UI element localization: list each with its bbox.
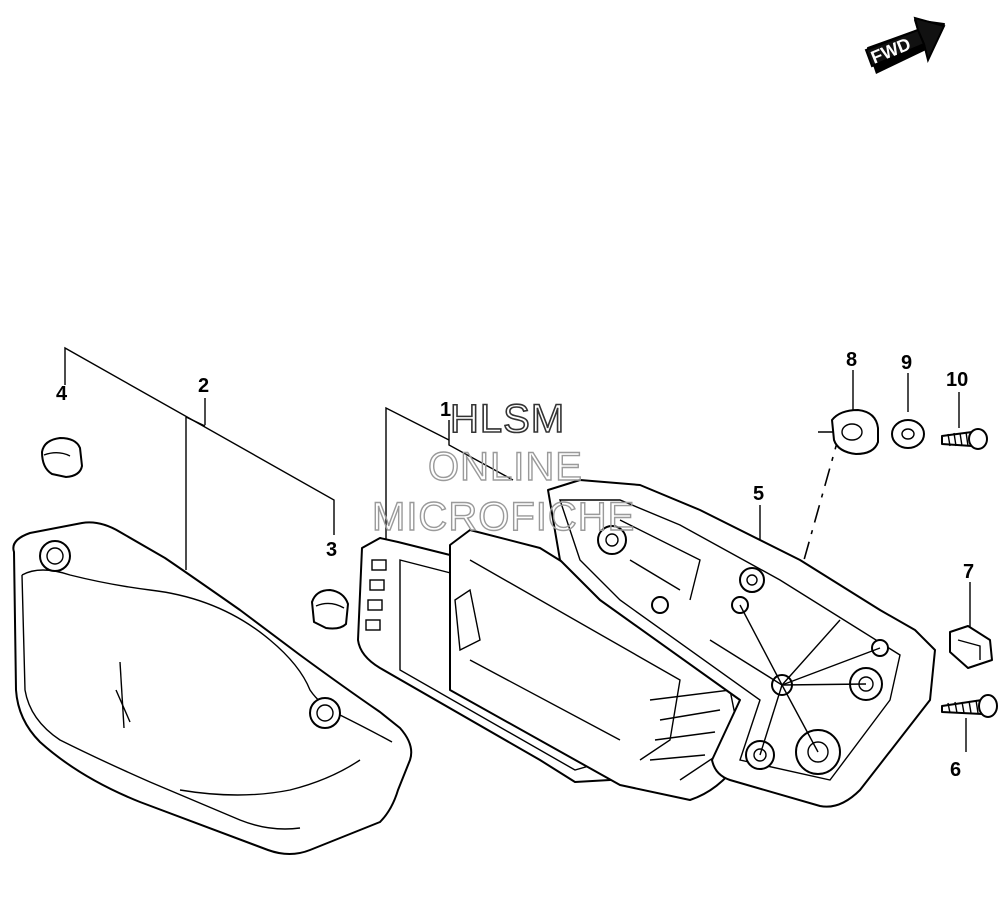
clip-nut-part-7 xyxy=(949,625,993,669)
watermark: HLSM ONLINE MICROFICHE xyxy=(371,396,635,540)
callout-10: 10 xyxy=(946,369,968,391)
meter-assembly-part xyxy=(357,529,753,801)
callout-9: 9 xyxy=(901,352,912,374)
callout-1: 1 xyxy=(440,399,451,421)
callout-2: 2 xyxy=(198,375,209,397)
callout-6: 6 xyxy=(950,759,961,781)
cap-part-3 xyxy=(311,589,349,630)
meter-case-part xyxy=(547,479,936,808)
watermark-line-1: HLSM xyxy=(450,397,565,441)
screw-part-6 xyxy=(941,694,998,718)
callout-3: 3 xyxy=(326,539,337,561)
callout-7: 7 xyxy=(963,561,974,583)
callout-8: 8 xyxy=(846,349,857,371)
watermark-line-3: MICROFICHE xyxy=(372,495,635,539)
washer-part-9 xyxy=(891,419,925,449)
callout-5: 5 xyxy=(753,483,764,505)
callout-4: 4 xyxy=(56,383,68,405)
cap-part-4 xyxy=(41,437,83,478)
callout-labels: 1 2 3 4 5 6 7 8 9 10 xyxy=(56,349,974,781)
grommet-part-8 xyxy=(831,409,879,455)
fwd-arrow-icon: FWD xyxy=(864,16,946,74)
meter-cover-part xyxy=(12,521,413,855)
watermark-line-2: ONLINE xyxy=(428,445,583,489)
screw-part-10 xyxy=(941,428,988,450)
